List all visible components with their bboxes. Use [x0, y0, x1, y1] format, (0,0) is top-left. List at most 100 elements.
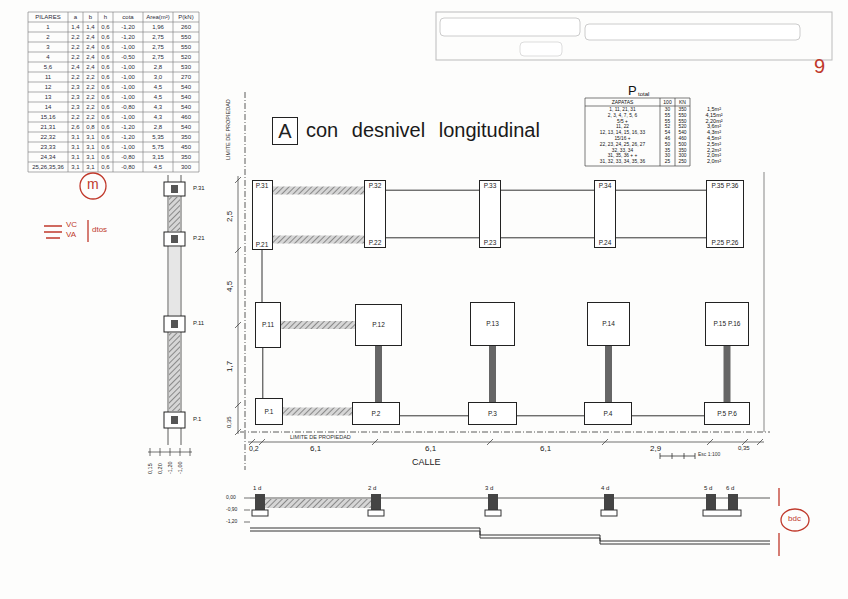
table-cell: -1,00 [113, 94, 143, 100]
tie-beam [724, 346, 731, 402]
handwritten-note: VC [66, 221, 77, 229]
table-cell: 550 [173, 34, 199, 40]
table-cell: 3,1 [68, 164, 83, 170]
table-cell: 52 [660, 124, 675, 129]
tie-beam [283, 408, 352, 416]
table-cell: -0,50 [113, 54, 143, 60]
table-header: ZAPATAS [585, 100, 660, 105]
table-cell: 0,6 [98, 134, 113, 140]
tie-beam [375, 346, 382, 402]
table-cell: 2,2 [83, 114, 98, 120]
wall-line [616, 190, 706, 191]
pillar-label: P.3 [488, 410, 497, 417]
longitudinal-section [244, 494, 770, 544]
table-cell: 540 [173, 104, 199, 110]
pillar-label: 2 d [368, 485, 376, 491]
table-cell: 2,0m² [692, 159, 736, 165]
table-header: 100 [660, 100, 675, 105]
table-cell: 2,2 [68, 114, 83, 120]
table-cell: 350 [675, 107, 690, 112]
pillar-label: P.21 [193, 235, 205, 241]
table-cell: 250 [675, 159, 690, 164]
footing: P.35 P.36P.25 P.26 [706, 180, 744, 248]
table-cell: 0,8 [83, 124, 98, 130]
pillar-label: P.11 [262, 321, 274, 328]
table-cell: 530 [173, 64, 199, 70]
footing: P.34P.24 [594, 180, 616, 248]
section-letter: A [278, 120, 291, 142]
table-cell: 4 [28, 54, 68, 60]
dimension: 6,1 [425, 445, 436, 453]
table-cell: 2,2 [83, 104, 98, 110]
table-cell: 2,4 [83, 54, 98, 60]
pillar-label: P.2 [372, 410, 381, 417]
pillar-label: P.4 [604, 410, 613, 417]
table-grid [28, 12, 199, 172]
drawing-title: con desnivel longitudinal [306, 119, 540, 141]
table-cell: 2,2 [68, 74, 83, 80]
pillar-label: P.31 [256, 182, 269, 189]
table-cell: 23,33 [28, 144, 68, 150]
handwritten-note: dtos [92, 226, 107, 234]
table-header: Area(m²) [143, 14, 173, 20]
tie-beam [605, 346, 612, 402]
table-cell: 32, 33, 34 [585, 148, 660, 153]
pillar-label: P.1 [265, 408, 274, 415]
table-cell: 3,15 [143, 154, 173, 160]
pillar-label: 6 d [726, 485, 734, 491]
tie-beam [273, 236, 365, 244]
property-label: LIMITE DE PROPIEDAD [226, 99, 232, 160]
table-cell: -1,00 [113, 64, 143, 70]
table-cell: 0,6 [98, 94, 113, 100]
table-cell: 2 [28, 34, 68, 40]
table-cell: 2,4 [83, 44, 98, 50]
table-cell: 11, 22 [585, 124, 660, 129]
sheet-number: 9 [814, 56, 825, 77]
table-cell: 15,16 [28, 114, 68, 120]
frame-line [764, 172, 765, 432]
table-cell: 460 [173, 114, 199, 120]
table-cell: 5,35 [143, 134, 173, 140]
table-cell: 0,6 [98, 44, 113, 50]
table-cell: -1,20 [113, 34, 143, 40]
footing: P.31P.21 [252, 180, 273, 250]
table-cell: 55 [660, 113, 675, 118]
table-cell: -0,80 [113, 154, 143, 160]
table-cell: 3,1 [83, 134, 98, 140]
table-cell: 350 [173, 154, 199, 160]
table-header: b [83, 14, 98, 20]
table-cell: -0,80 [113, 164, 143, 170]
pillar-label: P.5 P.6 [717, 410, 737, 417]
table-header: a [68, 14, 83, 20]
handwritten-note: VA [66, 231, 76, 239]
table-cell: -1,20 [113, 134, 143, 140]
table-cell: 4,5 [143, 94, 173, 100]
table-cell: 0,6 [98, 124, 113, 130]
table-cell: 300 [675, 153, 690, 158]
table-cell: 31, 32, 33, 34, 35, 36 [585, 159, 660, 164]
table-cell: 25 [660, 159, 675, 164]
table-cell: 12 [28, 84, 68, 90]
pillar-label: 4 d [601, 485, 609, 491]
pillar-label: P.25 P.26 [712, 239, 739, 246]
pillar-label: P.12 [372, 321, 385, 328]
table-cell: 3,1 [83, 154, 98, 160]
table-cell: 2,6 [68, 124, 83, 130]
table-cell: 2,3 [68, 94, 83, 100]
table-cell: 22, 23, 24, 25, 26, 27 [585, 142, 660, 147]
table-cell: 520 [173, 54, 199, 60]
pillar-label: P.33 [484, 182, 497, 189]
level: -1,20 [168, 461, 174, 474]
wall-line [501, 237, 594, 238]
table-cell: -1,20 [113, 24, 143, 30]
table-cell: 2,3 [68, 104, 83, 110]
wall-line [632, 415, 704, 416]
pillar-label: P.1 [193, 416, 201, 422]
level: 0,20 [158, 463, 164, 474]
pillar-label: P.21 [256, 241, 269, 248]
table-cell: 5/5 + [585, 119, 660, 124]
table-cell: 50 [660, 142, 675, 147]
table-cell: 2,2 [68, 54, 83, 60]
pillar-label: P.11 [193, 320, 204, 326]
